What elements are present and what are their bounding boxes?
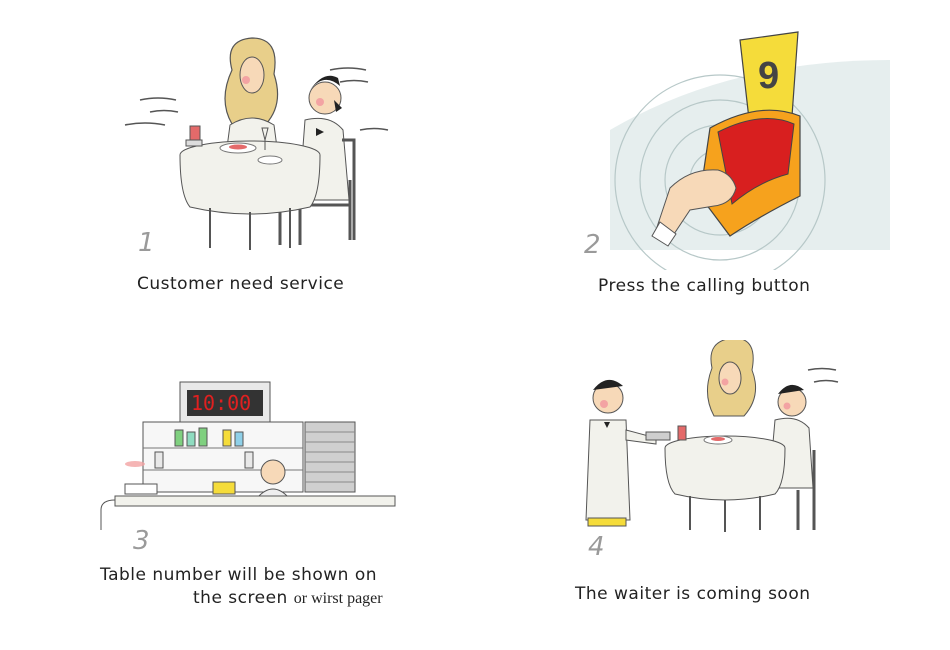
step-3-caption-line1: Table number will be shown on <box>100 565 378 585</box>
pager-number-label: 9 <box>758 55 779 97</box>
step-1-caption: Customer need service <box>137 274 345 294</box>
step-3-panel: 10:00 3 Table number will be shown on th… <box>95 370 435 630</box>
step-3-caption-pager: or wirst pager <box>293 590 383 607</box>
step-1-number: 1 <box>138 228 155 258</box>
step-2-number: 2 <box>584 230 601 260</box>
step-2-panel: 9 2 Press the calling button <box>560 20 890 310</box>
step-3-caption-screen: the screen <box>193 588 288 608</box>
step-4-panel: 4 The waiter is coming soon <box>560 340 880 620</box>
step-3-caption-line2: the screen or wirst pager <box>193 588 383 608</box>
press-button-illustration: 9 <box>610 31 890 270</box>
customer-at-table-illustration <box>124 37 389 250</box>
bar-display-illustration: 10:00 <box>100 381 396 530</box>
step-3-number: 3 <box>133 526 150 556</box>
step-4-caption: The waiter is coming soon <box>575 584 811 604</box>
waiter-coming-illustration <box>585 340 839 532</box>
step-2-caption: Press the calling button <box>598 276 811 296</box>
step-4-number: 4 <box>588 532 605 562</box>
display-screen-text: 10:00 <box>191 391 251 415</box>
step-1-panel: 1 Customer need service <box>120 30 420 310</box>
